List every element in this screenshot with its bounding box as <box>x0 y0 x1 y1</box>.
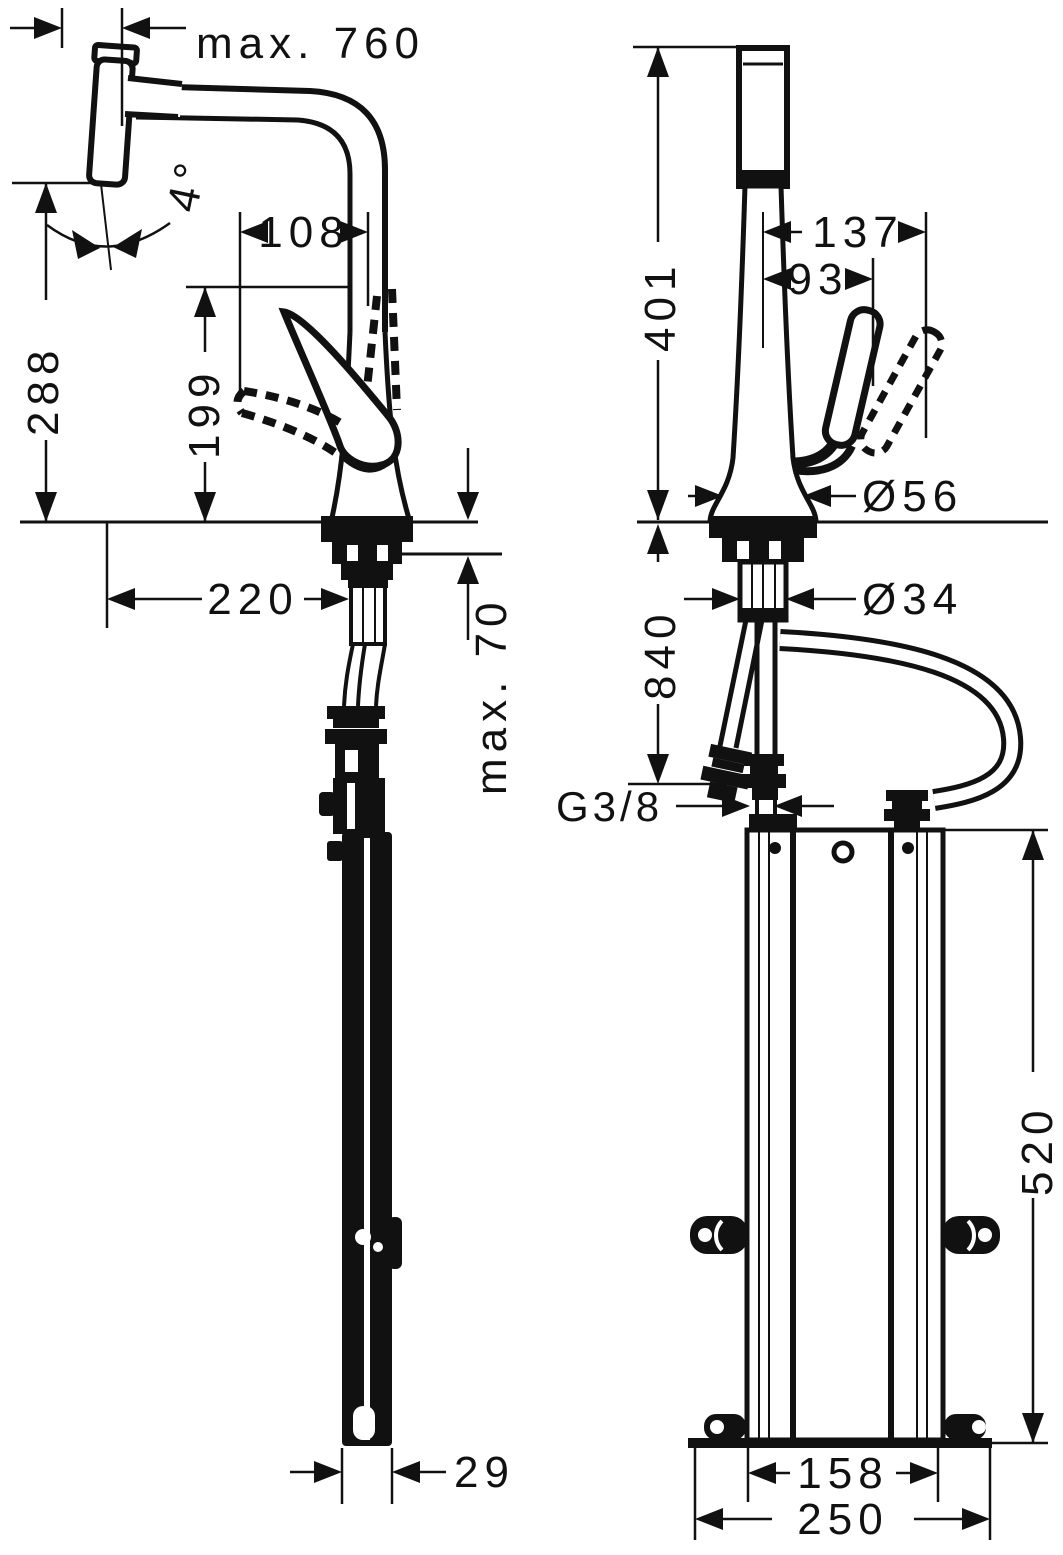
box-hole-center <box>831 840 855 864</box>
hose-clip-side <box>388 1217 402 1269</box>
box-left-cap <box>749 814 797 828</box>
dim-max-counter: max. 70 <box>457 448 516 795</box>
dim-angle-label: 4° <box>158 153 217 216</box>
base-plate <box>688 1438 992 1448</box>
hose-end-slot <box>353 1406 375 1440</box>
dim-handle-reach-label: 108 <box>258 208 349 257</box>
dim-handle-reach: 108 <box>238 208 370 396</box>
spout-outer-edge <box>139 83 388 332</box>
dim-box-height-label: 520 <box>1013 1105 1062 1196</box>
dim-max-counter-label: max. 70 <box>467 596 516 795</box>
hose-coupling-side <box>327 706 385 719</box>
dim-height-above-label: 401 <box>636 261 685 352</box>
dim-handle-swing: 93 <box>763 255 875 386</box>
diagonal-hose-connector <box>700 743 753 804</box>
escutcheon-side <box>321 516 413 542</box>
shank-side <box>341 564 393 580</box>
dim-handle-height: 199 <box>180 285 350 522</box>
mounting-nut-side <box>332 542 402 564</box>
hose-fitting-side <box>333 778 385 834</box>
dim-base-plate: 250 <box>693 1448 992 1544</box>
dim-hose-dia: 29 <box>290 1448 515 1504</box>
mounting-nut-front <box>722 538 804 562</box>
dim-max-pullout-label: max. 760 <box>196 19 425 68</box>
dim-handle-swing-max: 137 <box>763 208 928 438</box>
box-foot-left <box>704 1414 746 1440</box>
box-clamp-right <box>942 1216 1000 1254</box>
front-below-deck <box>700 516 1024 831</box>
front-view-drawing: 401 137 93 Ø56 <box>556 45 1062 1544</box>
installation-box <box>688 827 1000 1448</box>
dim-box-feet-label: 158 <box>797 1449 888 1498</box>
dim-shank-dia-label: Ø34 <box>862 575 963 624</box>
spout-inner-edge <box>135 114 353 332</box>
dim-spout-reach: 220 <box>105 522 349 628</box>
spray-head-neck <box>124 75 183 120</box>
side-view-drawing: max. 760 4° 288 199 <box>10 8 516 1504</box>
dim-thread: G3/8 <box>556 783 834 830</box>
handle-side-dashed <box>233 387 350 460</box>
dim-angle: 4° <box>46 153 217 271</box>
dim-base-dia-label: Ø56 <box>862 472 963 521</box>
dim-hose-below-label: 840 <box>636 609 685 700</box>
loop-hose-connector <box>884 790 930 831</box>
side-below-deck <box>319 516 413 1446</box>
dim-height-above: 401 <box>633 45 739 520</box>
supply-hose-loop <box>779 629 1024 811</box>
hose-bend-side <box>342 643 387 707</box>
dim-base-plate-label: 250 <box>797 1495 888 1544</box>
dim-max-pullout: max. 760 <box>10 8 425 126</box>
dim-handle-height-label: 199 <box>180 368 229 459</box>
dim-handle-swing-label: 93 <box>788 255 849 304</box>
dim-spout-height: 288 <box>12 181 100 522</box>
handle-side-solid <box>278 307 402 470</box>
escutcheon-front <box>709 516 817 538</box>
spray-head-neck-fill <box>125 78 182 117</box>
dim-spout-reach-label: 220 <box>207 575 298 624</box>
supply-column <box>754 620 778 754</box>
dim-hose-dia-label: 29 <box>454 1448 515 1497</box>
dim-shank-dia: Ø34 <box>684 575 963 624</box>
dim-box-feet: 158 <box>746 1448 940 1502</box>
dim-spout-height-label: 288 <box>19 345 68 436</box>
spray-head-band <box>739 170 787 186</box>
dim-hose-below: 840 <box>628 524 726 786</box>
dim-base-dia: Ø56 <box>688 472 963 521</box>
dim-box-height: 520 <box>943 828 1062 1445</box>
box-foot-right <box>944 1414 986 1440</box>
box-hole-left <box>769 842 781 854</box>
handle-front-solid <box>821 306 884 449</box>
box-hole-right <box>902 842 914 854</box>
handle-pivot-arc <box>338 452 395 473</box>
dim-thread-label: G3/8 <box>556 783 663 830</box>
handle-front-dashed <box>857 326 946 457</box>
g38-connector <box>742 754 786 800</box>
spray-head-front <box>736 45 790 189</box>
shank-tube-side <box>349 584 387 646</box>
dim-handle-swing-max-label: 137 <box>812 208 903 257</box>
box-clamp-left <box>690 1216 748 1254</box>
